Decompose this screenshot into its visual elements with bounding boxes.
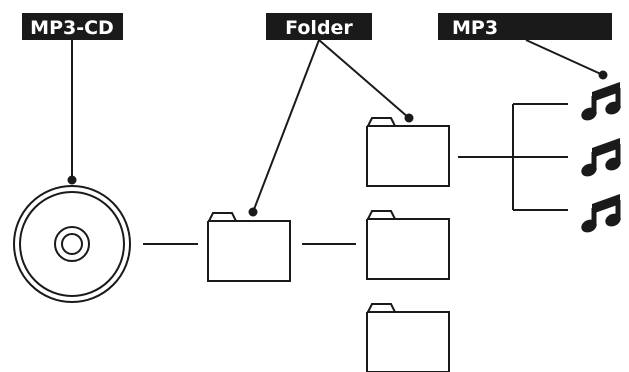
folder-label-text: Folder bbox=[285, 17, 353, 39]
mp3-label-text: MP3 bbox=[452, 17, 498, 39]
cd-callout-line bbox=[67, 40, 77, 185]
mp3-cd-label-text: MP3-CD bbox=[30, 17, 114, 39]
folder-label: Folder bbox=[266, 13, 372, 40]
mp3-cd-label: MP3-CD bbox=[22, 13, 123, 40]
double-music-note-icon bbox=[579, 194, 623, 235]
folder-icon bbox=[366, 210, 450, 280]
folder-icon bbox=[366, 117, 450, 187]
connector-lines bbox=[143, 103, 568, 245]
double-music-note-icon bbox=[579, 138, 623, 179]
double-music-note-icon bbox=[579, 82, 623, 123]
mp3-callout-line bbox=[525, 39, 608, 80]
disc-icon bbox=[13, 185, 131, 303]
mp3-label: MP3 bbox=[438, 13, 612, 40]
folder-icon bbox=[207, 212, 291, 282]
folder-callout-lines bbox=[248, 39, 414, 217]
folder-icon bbox=[366, 303, 450, 372]
